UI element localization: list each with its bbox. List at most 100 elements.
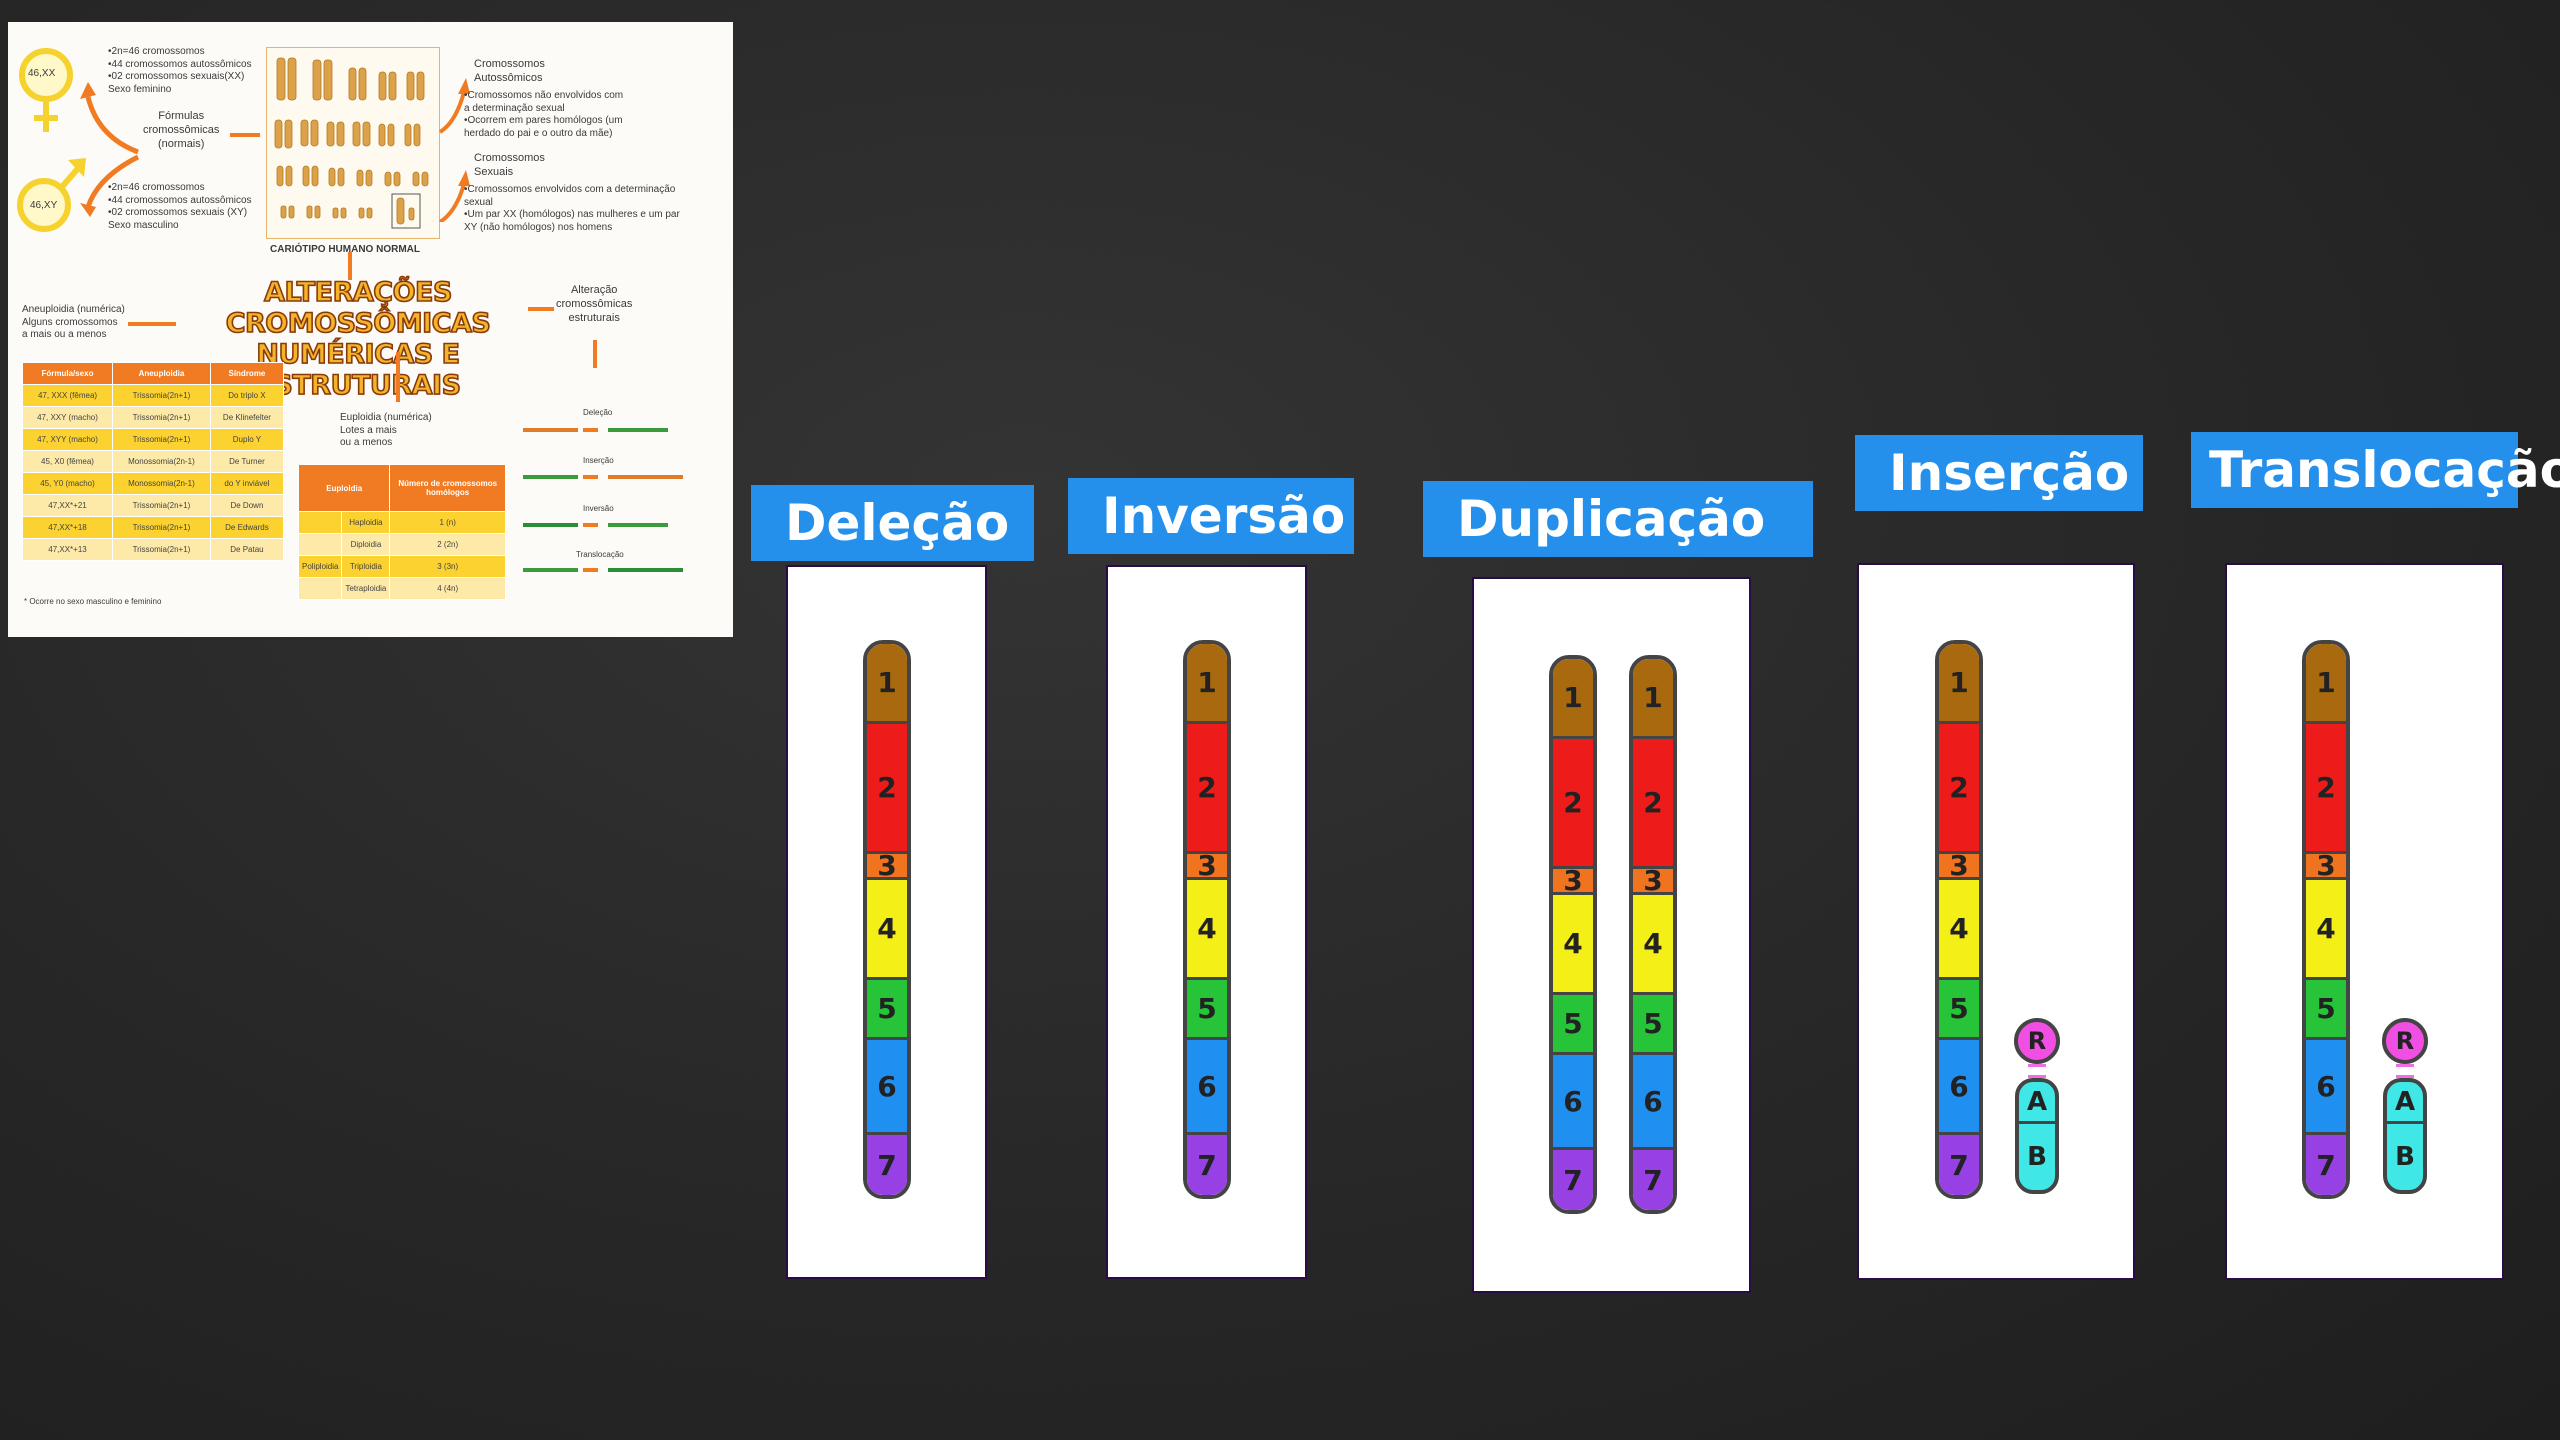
table-cell: De Klinefelter <box>209 406 285 429</box>
structural-down-arrow <box>593 340 597 368</box>
table-cell: Diploidia <box>341 533 391 556</box>
table-cell: 45, X0 (fêmea) <box>21 450 114 473</box>
table-cell: Trissomia(2n+1) <box>112 406 211 429</box>
female-symbol-icon <box>19 48 73 132</box>
table-header: Síndrome <box>209 362 285 385</box>
chromosome-segment-3: 3 <box>2306 849 2346 882</box>
table-cell: Triploidia <box>341 555 391 578</box>
chromosome-segment-2: 2 <box>2306 724 2346 854</box>
euploidy-label: Euploidia (numérica) Lotes a mais ou a m… <box>340 412 432 448</box>
table-row: 47, XYY (macho)Trissomia(2n+1)Duplo Y <box>21 428 285 451</box>
thumbnail-headline: ALTERAÇÕES CROMOSSÔMICAS NUMÉRICAS E EST… <box>225 276 492 402</box>
aneuploidy-label: Aneuploidia (numérica) Alguns cromossomo… <box>22 304 125 340</box>
table-cell: Trissomia(2n+1) <box>112 384 211 407</box>
chromosome-segment-4: 4 <box>1187 880 1227 980</box>
autosomes-description: •Cromossomos não envolvidos com a determ… <box>464 90 624 139</box>
structural-mini-diagrams: Deleção Inserção Inversão Translocação <box>518 402 693 612</box>
chromosome-segment-3: 3 <box>1939 849 1979 882</box>
mini-label-delecao: Deleção <box>583 408 613 417</box>
panel-translocacao <box>2225 563 2504 1280</box>
chromosome-segment-4: 4 <box>867 880 907 980</box>
chromosome-segment-7: 7 <box>867 1135 907 1195</box>
table-cell: Trissomia(2n+1) <box>112 516 211 539</box>
aneuploidy-arrow <box>128 322 176 326</box>
chromosome-segment-7: 7 <box>2306 1135 2346 1195</box>
table-cell: 47,XX*+18 <box>21 516 114 539</box>
chromosome-segment-5: 5 <box>1633 995 1673 1055</box>
label-insercao: Inserção <box>1855 435 2143 511</box>
table-cell: Monossomia(2n-1) <box>112 472 211 495</box>
fragment-segment-b: B <box>2027 1142 2047 1172</box>
headline-up-arrow <box>348 252 352 280</box>
chromosome-segment-2: 2 <box>867 724 907 854</box>
chromosome-segment-3: 3 <box>1633 864 1673 897</box>
chromosome-segment-5: 5 <box>867 980 907 1040</box>
summary-slide-thumbnail: 46,XX 46,XY •2n=46 cromossomos •44 cromo… <box>8 22 733 637</box>
table-row: 47, XXY (macho)Trissomia(2n+1)De Klinefe… <box>21 406 285 429</box>
chromosome-segment-1: 1 <box>2306 644 2346 724</box>
formulas-arrows-icon <box>80 82 140 217</box>
chromosome-segment-5: 5 <box>1187 980 1227 1040</box>
sex-chromosomes-description: •Cromossomos envolvidos com a determinaç… <box>464 184 680 233</box>
chromosome-segment-2: 2 <box>1553 739 1593 869</box>
table-cell: 45, Y0 (macho) <box>21 472 114 495</box>
structural-label: Alteração cromossômicas estruturais <box>556 284 633 324</box>
label-duplicacao: Duplicação <box>1423 481 1813 557</box>
structural-arrow <box>528 307 554 311</box>
female-description: •2n=46 cromossomos •44 cromossomos autos… <box>108 46 252 95</box>
fragment-ab-translocacao: A B <box>2383 1078 2427 1194</box>
table-cell: 47, XXX (fêmea) <box>21 384 114 407</box>
fragment-label-r: R <box>2027 1027 2047 1055</box>
fragment-segment-b: B <box>2395 1142 2415 1172</box>
table-cell: 1 (n) <box>389 511 506 534</box>
label-inversao: Inversão <box>1068 478 1354 554</box>
table-cell <box>297 511 343 534</box>
fragment-ab-insercao: A B <box>2015 1078 2059 1194</box>
table-cell: Do triplo X <box>209 384 285 407</box>
table-cell <box>297 577 343 600</box>
table-header: Número de cromossomos homólogos <box>389 464 506 512</box>
table-row: 45, X0 (fêmea)Monossomia(2n-1)De Turner <box>21 450 285 473</box>
chromosome-segment-5: 5 <box>2306 980 2346 1040</box>
table-cell: De Turner <box>209 450 285 473</box>
chromosome-segment-1: 1 <box>1939 644 1979 724</box>
chromosome-segment-6: 6 <box>2306 1040 2346 1135</box>
table-cell: Trissomia(2n+1) <box>112 494 211 517</box>
table-cell: Trissomia(2n+1) <box>112 538 211 561</box>
formulas-label: Fórmulas cromossômicas (normais) <box>143 110 220 150</box>
table-cell: do Y inviável <box>209 472 285 495</box>
table-header: Aneuploidia <box>112 362 211 385</box>
chromosome-segment-1: 1 <box>1187 644 1227 724</box>
table-cell: 4 (4n) <box>389 577 506 600</box>
label-delecao: Deleção <box>751 485 1034 561</box>
table-cell: De Down <box>209 494 285 517</box>
mini-label-translocacao: Translocação <box>576 550 624 559</box>
male-description: •2n=46 cromossomos •44 cromossomos autos… <box>108 182 252 231</box>
chromosome-segment-4: 4 <box>1633 895 1673 995</box>
aneuploidy-footnote: * Ocorre no sexo masculino e feminino <box>24 597 162 606</box>
chromosome-segment-6: 6 <box>1939 1040 1979 1135</box>
fragment-r-translocacao: R <box>2382 1018 2428 1064</box>
chromosome-segment-3: 3 <box>867 849 907 882</box>
table-header: Fórmula/sexo <box>21 362 114 385</box>
chromosome-segment-2: 2 <box>1187 724 1227 854</box>
chromosome-segment-6: 6 <box>867 1040 907 1135</box>
table-cell: Monossomia(2n-1) <box>112 450 211 473</box>
table-cell: De Edwards <box>209 516 285 539</box>
table-cell: Haploidia <box>341 511 391 534</box>
chromosome-segment-2: 2 <box>1633 739 1673 869</box>
chromosome-segment-4: 4 <box>2306 880 2346 980</box>
karyotype-image <box>266 47 440 239</box>
table-cell: 47, XYY (macho) <box>21 428 114 451</box>
fragment-bridge-insercao <box>2028 1064 2046 1078</box>
chromosome-segment-6: 6 <box>1633 1055 1673 1150</box>
fragment-bridge-translocacao <box>2396 1064 2414 1078</box>
chromosome-segment-7: 7 <box>1553 1150 1593 1210</box>
table-row: 47, XXX (fêmea)Trissomia(2n+1)Do triplo … <box>21 384 285 407</box>
